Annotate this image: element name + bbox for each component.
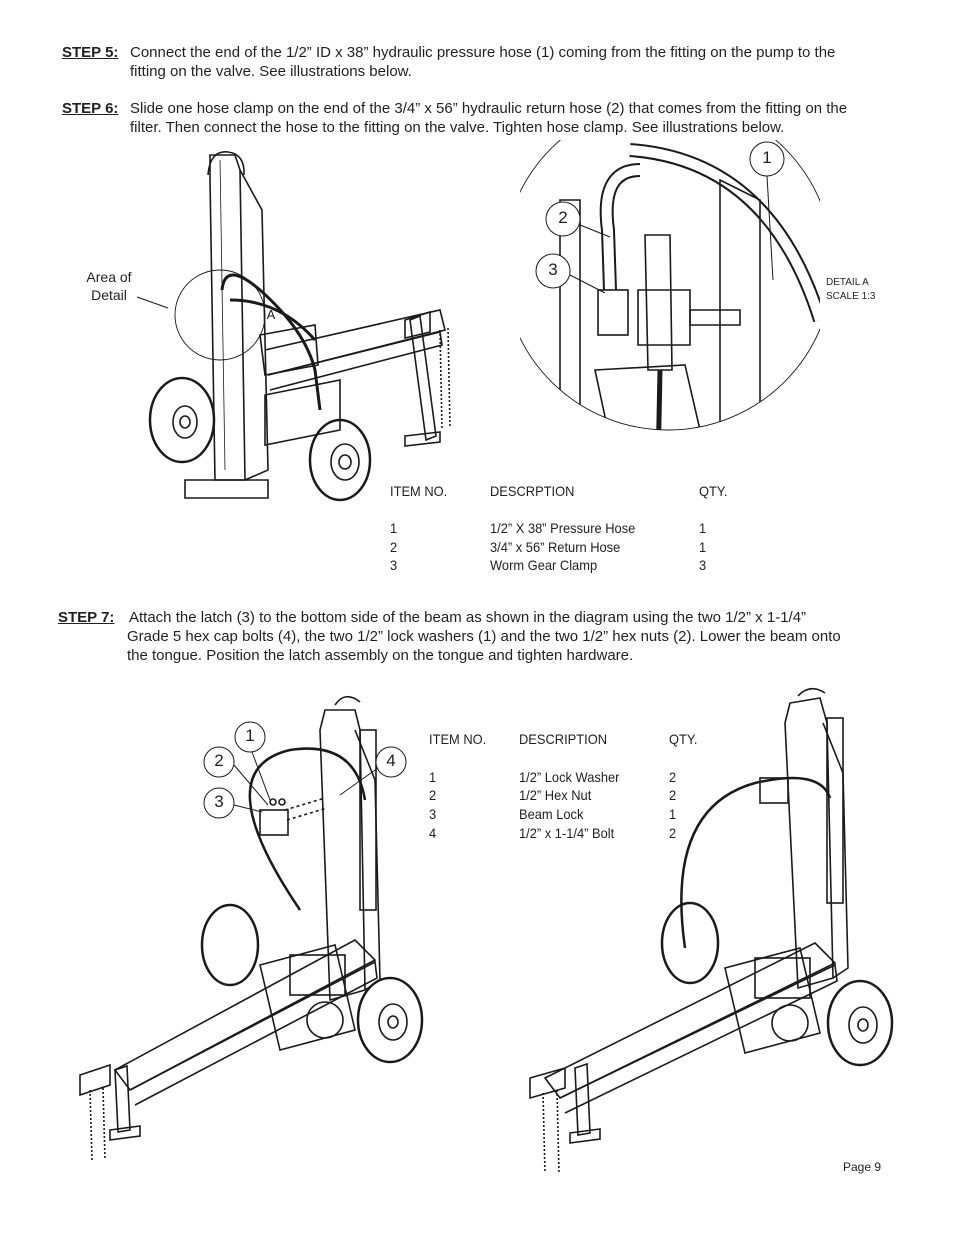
table1-header-description: DESCRPTION [490,483,575,499]
table2-row2-qty: 2 [669,787,677,803]
beam-callout-3: 3 [214,792,224,811]
table2-row2-description: 1/2” Hex Nut [519,787,592,803]
detail-a-caption: DETAIL A SCALE 1:3 [826,276,896,304]
table2-row4-description: 1/2” x 1-1/4” Bolt [519,825,615,841]
area-of-detail-leader [136,296,169,309]
step-5-text-line2: fitting on the valve. See illustrations … [130,63,412,80]
callout-1: 1 [762,148,772,167]
table2-row1-qty: 2 [669,769,677,785]
table2-row4-qty: 2 [669,825,677,841]
table1-row2-item: 2 [390,539,398,555]
table1-row1-description: 1/2” X 38” Pressure Hose [490,520,636,536]
step-5: STEP 5: Connect the end of the 1/2” ID x… [62,43,932,83]
beam-callout-4: 4 [386,751,396,770]
table1-row3-qty: 3 [699,557,707,573]
table2-row2-item: 2 [429,787,437,803]
page-number: Page 9 [843,1160,882,1174]
beam-lock-callout-circles [203,721,407,819]
callout-3: 3 [548,260,558,279]
table1-row2-qty: 1 [699,539,707,555]
table2-row1-description: 1/2” Lock Washer [519,769,620,785]
step-6: STEP 6: Slide one hose clamp on the end … [62,99,932,139]
detail-a-illustration [520,140,820,431]
step-7-text-line1: Attach the latch (3) to the bottom side … [129,609,807,626]
table2-row1-item: 1 [429,769,437,785]
step-7: STEP 7: Attach the latch (3) to the bott… [58,608,928,668]
area-label-line1: Area of [86,269,132,285]
detail-marker-a: A [266,307,276,322]
table2-row3-qty: 1 [669,806,677,822]
beam-lock-exploded-illustration [79,695,424,1161]
table1-row3-item: 3 [390,557,398,573]
beam-lock-assembled-illustration [529,687,894,1174]
table2-header-qty: QTY. [669,731,698,747]
beam-callout-1: 1 [245,726,255,745]
table1-row1-item: 1 [390,520,398,536]
step-7-text-line3: the tongue. Position the latch assembly … [127,647,634,664]
beam-callout-2: 2 [214,751,224,770]
table1-row3-description: Worm Gear Clamp [490,557,598,573]
step-5-text-line1: Connect the end of the 1/2” ID x 38” hyd… [130,44,836,61]
step-5-label: STEP 5: [62,44,119,61]
table2-header-description: DESCRIPTION [519,731,608,747]
table2-row4-item: 4 [429,825,437,841]
area-of-detail-label: Area of Detail [76,268,142,304]
table2-header-item: ITEM NO. [429,731,487,747]
table1-row1-qty: 1 [699,520,707,536]
step-6-text-line1: Slide one hose clamp on the end of the 3… [130,100,848,117]
step-6-text-line2: filter. Then connect the hose to the fit… [130,119,785,136]
detail-caption-line2: SCALE 1:3 [826,291,876,302]
step-7-text-line2: Grade 5 hex cap bolts (4), the two 1/2” … [127,628,841,645]
detail-callout-circles [535,141,785,294]
parts-table-2: ITEM NO. DESCRIPTION QTY. 1 1/2” Lock Wa… [429,731,729,841]
table1-header-item: ITEM NO. [390,483,448,499]
log-splitter-illustration [148,151,451,502]
table1-header-qty: QTY. [699,483,728,499]
area-label-line2: Detail [91,287,127,303]
table2-row3-description: Beam Lock [519,806,584,822]
detail-caption-line1: DETAIL A [826,277,869,288]
step-7-label: STEP 7: [58,609,115,626]
step-6-label: STEP 6: [62,100,119,117]
callout-2: 2 [558,208,568,227]
parts-table-1: ITEM NO. DESCRPTION QTY. 1 1/2” X 38” Pr… [390,483,790,578]
table1-row2-description: 3/4” x 56” Return Hose [490,539,621,555]
table2-row3-item: 3 [429,806,437,822]
